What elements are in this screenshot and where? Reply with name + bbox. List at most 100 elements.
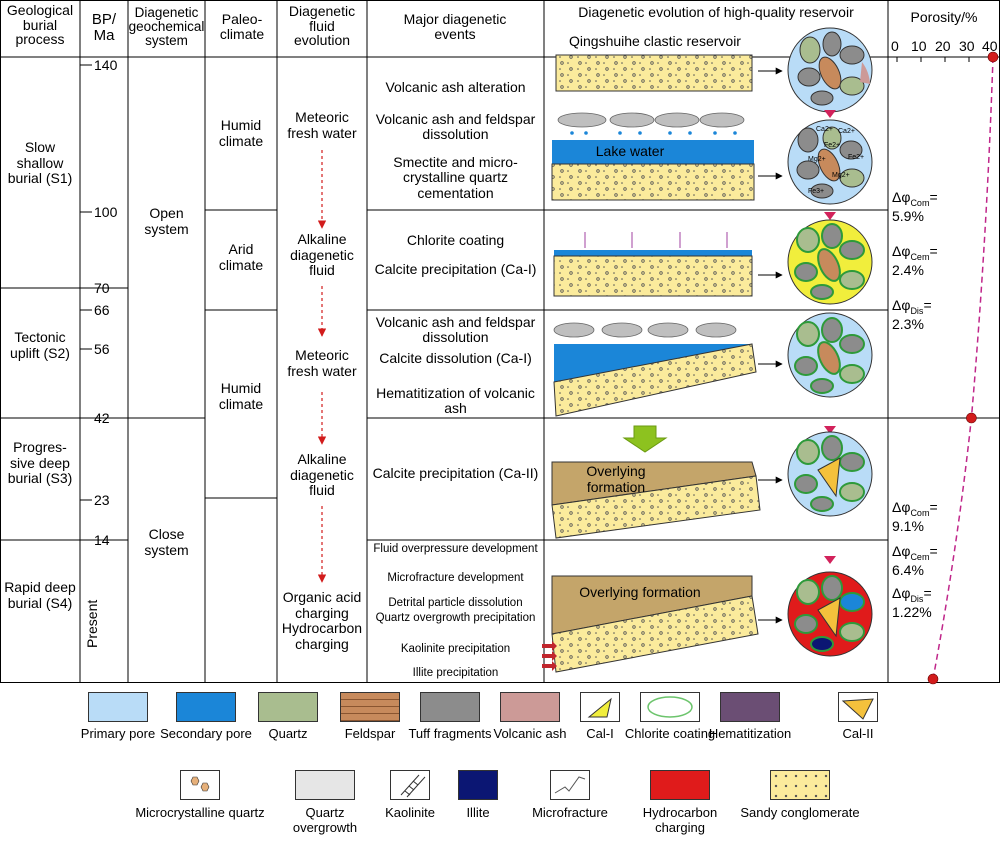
event: Illite precipitation [412,667,499,679]
event: Quartz overgrowth precipitation [375,612,536,624]
tilted-layer-2 [551,475,761,539]
porosity-tick: 0 [891,38,899,54]
stage-s4: Rapid deep burial (S4) [4,579,76,611]
ion-label: Mg2+ [808,156,826,163]
event: Volcanic ash and feldspar dissolution [375,111,536,143]
event: Detrital particle dissolution [388,597,523,609]
legend-label: Quartz overgrowth [292,805,358,835]
delta-dis-2: ΔφDis=1.22% [892,585,932,620]
legend-swatch-cal-ii [838,692,878,722]
porosity-tick: 10 [911,38,927,54]
age-ticks [80,64,92,541]
event: Volcanic ash and feldspar dissolution [375,314,536,346]
ion-label: Fe3+ [808,188,825,195]
thin-section-4 [787,312,873,398]
porosity-axis [896,56,994,62]
legend-swatch-quartz-overgrowth [295,770,355,800]
header-paleo: Paleo- climate [219,11,265,42]
legend-label: Secondary pore [160,726,252,741]
legend-swatch-kaolinite [390,770,430,800]
age-label: 100 [94,204,118,220]
porosity-tick: 30 [959,38,975,54]
legend-label: Cal-II [842,726,874,741]
age-label: 66 [94,302,110,318]
header-process: Geological burial process [6,2,74,48]
thin-section-6 [787,571,873,657]
legend-label: Hematitization [708,726,792,741]
event: Fluid overpressure development [373,543,538,555]
legend-swatch-volcanic-ash [500,692,560,722]
legend-swatch-cal-i [580,692,620,722]
climate-humid-1: Humid climate [218,117,264,149]
ion-label: Ca2+ [816,126,833,133]
event: Calcite dissolution (Ca-I) [379,350,532,366]
legend-label: Cal-I [586,726,614,741]
legend-swatch-microcrystalline [180,770,220,800]
event: Chlorite coating [406,232,505,248]
thin-section-1 [787,27,873,113]
porosity-tick: 20 [935,38,951,54]
charging-arrows [542,641,557,671]
event: Hematitization of volcanic ash [376,385,535,417]
header-evolution: Diagenetic evolution of high-quality res… [578,4,854,20]
event: Calcite precipitation (Ca-II) [372,465,539,481]
ion-label: Ca2+ [838,128,855,135]
header-events: Major diagenetic events [403,11,507,42]
climate-arid: Arid climate [218,241,264,273]
legend-swatch-feldspar [340,692,400,722]
legend-label: Microcrystalline quartz [135,805,265,820]
header-bp: BP/ Ma [91,11,117,44]
porosity-points [927,51,999,685]
legend-label: Quartz [268,726,308,741]
fluid-3: Meteoric fresh water [287,347,357,379]
fluid-2: Alkaline diagenetic fluid [290,231,354,279]
legend-swatch-hydrocarbon [650,770,710,800]
tilted-layer-3 [551,595,759,673]
age-label: 14 [94,532,110,548]
legend-swatch-sandy-conglomerate [770,770,830,800]
climate-humid-2: Humid climate [218,380,264,412]
legend-label: Volcanic ash [493,726,567,741]
delta-com-2: ΔφCom=9.1% [892,499,938,534]
header-fluid: Diagenetic fluid evolution [288,3,356,49]
legend-label: Hydrocarbon charging [642,805,718,835]
age-label: 70 [94,280,110,296]
geochem-close: Close system [144,526,189,558]
clouds-1 [557,112,745,128]
legend-swatch-secondary-pore [176,692,236,722]
legend-label: Illite [466,805,490,820]
ion-label: Mg2+ [832,172,850,179]
age-label: 56 [94,341,110,357]
age-label: 140 [94,57,118,73]
legend-label: Kaolinite [385,805,435,820]
porosity-tick: 40 [982,38,998,54]
porosity-point [966,412,977,424]
geochem-open: Open system [144,205,189,237]
stage-s1: Slow shallow burial (S1) [7,139,73,187]
header-porosity: Porosity/% [910,9,978,25]
delta-cem-2: ΔφCem=6.4% [892,543,938,578]
legend-label: Primary pore [80,726,156,741]
delta-dis-1: ΔφDis=2.3% [892,297,932,332]
delta-com-1: ΔφCom=5.9% [892,189,938,224]
legend-label: Tuff fragments [408,726,492,741]
porosity-point [927,673,939,685]
thin-section-2 [787,119,873,205]
age-present: Present [84,599,100,648]
legend-swatch-hematitization [720,692,780,722]
legend-label: Microfracture [532,805,608,820]
upward-arrows [584,232,728,248]
legend-label: Feldspar [344,726,396,741]
reservoir-layer-2 [551,163,755,201]
clouds-2 [553,322,737,338]
overlying-label-1: Overlying formation [586,463,646,495]
event: Microfracture development [387,572,524,584]
thin-section-5 [787,431,873,517]
porosity-point [987,51,999,63]
rain-1 [570,131,737,135]
event: Smectite and micro- crystalline quartz c… [393,154,518,201]
porosity-curve [932,56,994,680]
thin-section-3 [787,219,873,305]
stage-s2: Tectonic uplift (S2) [10,329,70,361]
